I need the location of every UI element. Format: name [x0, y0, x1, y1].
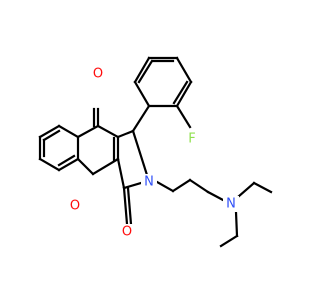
atom-label-layer: O O O N N F [67, 66, 239, 240]
ketone-oxygen-label: O [93, 67, 103, 82]
bond-line [131, 129, 149, 177]
bond-line [96, 124, 120, 139]
bond-line [133, 56, 151, 84]
bond-line [155, 180, 175, 193]
bond-line [131, 104, 151, 133]
bond-line [57, 124, 80, 139]
bond-line [219, 234, 239, 248]
bond-line [126, 186, 133, 226]
bond-line [42, 129, 61, 142]
bond-line [76, 157, 95, 176]
bond-line [133, 80, 151, 108]
amine-nitrogen-label: N [226, 197, 236, 212]
bond-line [188, 178, 210, 194]
structure-canvas: O O O N N F [38, 56, 273, 248]
bond-line [116, 157, 126, 190]
fluorine-label: F [188, 132, 195, 147]
bond-line [236, 181, 256, 199]
bond-line [122, 186, 129, 226]
bond-line [91, 157, 120, 176]
bond-line [172, 80, 189, 105]
bond-line [116, 129, 135, 139]
bond-line [175, 80, 193, 108]
bond-line [252, 181, 273, 194]
bond-line [122, 181, 143, 190]
bond-line [206, 190, 225, 202]
bond-line [76, 124, 100, 139]
bond-line [234, 210, 239, 238]
bond-line [57, 154, 76, 167]
bond-line [137, 59, 154, 84]
bond-line [171, 178, 192, 193]
bond-line [38, 124, 61, 139]
bond-line [57, 157, 80, 172]
bond-layer [38, 56, 273, 248]
molecule-diagram: O O O N N F [38, 56, 273, 248]
ring-oxygen-label: O [70, 199, 80, 214]
ring-nitrogen-label: N [144, 175, 154, 190]
bond-line [175, 104, 192, 129]
bond-line [175, 56, 193, 84]
lactam-oxygen-label: O [122, 225, 132, 240]
bond-line [38, 157, 61, 172]
